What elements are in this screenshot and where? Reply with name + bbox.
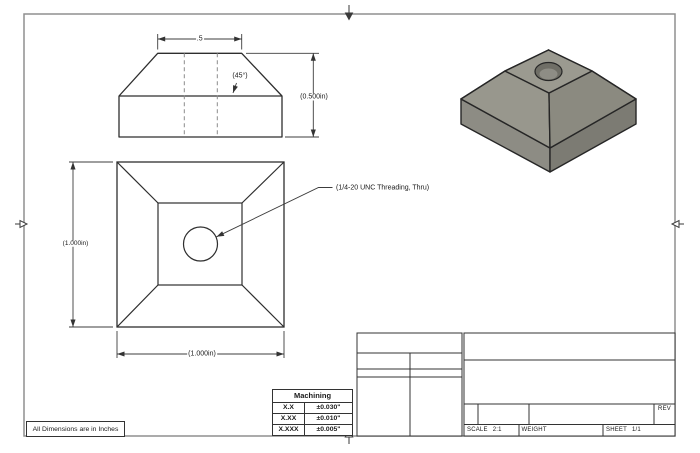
- tolerance-row: X.XX ±0.010": [273, 414, 352, 425]
- chamfer-corner-edges: [116, 161, 285, 328]
- centering-mark-left: [15, 219, 29, 229]
- tolerance-table: Machining X.X ±0.030" X.XX ±0.010" X.XXX…: [272, 389, 353, 436]
- scale-value: 2:1: [492, 427, 502, 433]
- tolerance-value: ±0.010": [316, 415, 341, 422]
- threaded-hole-circle: [182, 226, 219, 262]
- tolerance-precision: X.XXX: [273, 425, 305, 435]
- tolerance-table-title: Machining: [273, 390, 352, 403]
- weight-label: WEIGHT: [521, 427, 547, 433]
- dim-overall-height-label: (0.500in): [299, 93, 329, 101]
- centering-mark-top: [344, 5, 354, 21]
- isometric-view: [460, 49, 637, 173]
- thread-callout-leader: [216, 187, 333, 238]
- sheet-field: SHEET 1/1: [606, 427, 641, 433]
- thread-callout-label: (1/4-20 UNC Threading, Thru): [336, 184, 430, 192]
- front-view: [118, 34, 319, 138]
- sheet-value: 1/1: [632, 427, 641, 433]
- dim-top-width-label: .5: [195, 35, 204, 43]
- dimension-units-note: All Dimensions are in Inches: [26, 421, 125, 437]
- dim-side-bottom-label: (1.000in): [187, 350, 217, 358]
- tolerance-precision: X.XX: [273, 414, 305, 424]
- tolerance-precision: X.X: [273, 403, 305, 413]
- down-arrow-icon: [344, 12, 354, 21]
- centering-mark-right: [670, 219, 684, 229]
- iso-hole-inner-wall: [539, 68, 558, 80]
- top-view: [69, 161, 333, 358]
- tolerance-value: ±0.005": [316, 426, 341, 433]
- left-arrow-icon: [670, 219, 680, 229]
- tolerance-row: X.X ±0.030": [273, 403, 352, 414]
- right-arrow-icon: [19, 219, 29, 229]
- front-view-outline: [118, 52, 283, 138]
- scale-label: SCALE: [467, 427, 488, 433]
- rev-label: REV: [658, 406, 671, 412]
- dim-side-left-label: (1.000in): [61, 239, 90, 247]
- title-block-grid: [356, 332, 676, 437]
- sheet-label: SHEET: [606, 427, 628, 433]
- dim-chamfer-angle-label: (45°): [232, 72, 248, 80]
- tolerance-value: ±0.030": [316, 404, 341, 411]
- tolerance-row: X.XXX ±0.005": [273, 425, 352, 435]
- angle-leader: [232, 82, 238, 94]
- scale-field: SCALE 2:1: [467, 427, 502, 433]
